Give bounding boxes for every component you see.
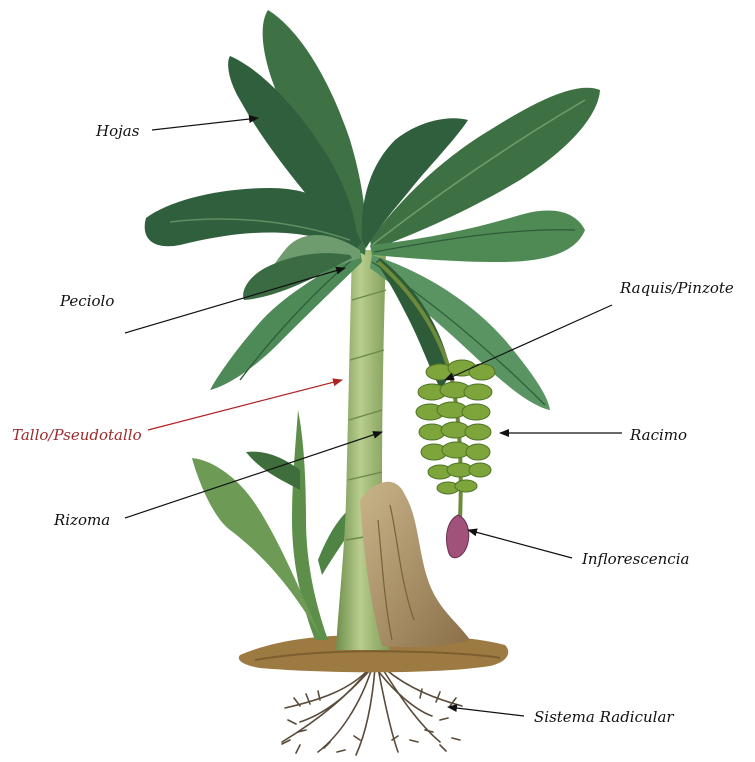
label-racimo: Racimo (629, 426, 687, 444)
label-hojas: Hojas (95, 122, 140, 140)
label-inflorescencia: Inflorescencia (581, 550, 689, 568)
banana-plant-illustration (145, 10, 600, 755)
arrow-sistema-radicular (448, 707, 524, 716)
label-sistema-radicular: Sistema Radicular (534, 708, 674, 726)
arrow-inflorescencia (468, 530, 572, 558)
dried-sheath (360, 482, 470, 647)
root-system (282, 668, 462, 755)
label-rizoma: Rizoma (53, 511, 110, 529)
label-raquis: Raquis/Pinzote (619, 279, 734, 297)
arrow-tallo (148, 380, 342, 430)
arrow-hojas (152, 118, 258, 130)
male-flower-bud (446, 515, 468, 558)
label-tallo: Tallo/Pseudotallo (12, 426, 142, 444)
banana-bunch (416, 360, 495, 494)
label-peciolo: Peciolo (59, 292, 114, 310)
